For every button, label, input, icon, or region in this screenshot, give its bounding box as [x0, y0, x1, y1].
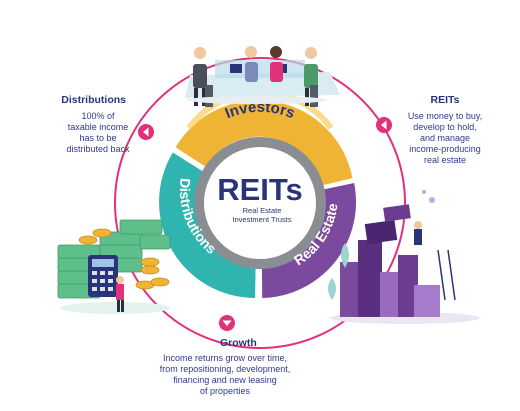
reits-line-5: real estate	[423, 155, 467, 165]
distributions-line-2: taxable income	[67, 122, 129, 132]
money-calculator-illustration	[57, 219, 171, 314]
center-title: REITs	[217, 172, 303, 207]
distributions-heading: Distributions	[61, 94, 126, 106]
growth-line-4: of properties	[199, 386, 251, 396]
reits-line-1: Use money to buy,	[407, 111, 483, 121]
chevron-left-icon	[376, 117, 392, 133]
growth-line-1: Income returns grow over time,	[162, 353, 288, 363]
distributions-line-1: 100% of	[81, 111, 115, 121]
chevron-down-icon	[219, 315, 235, 331]
distributions-line-3: has to be	[79, 133, 117, 143]
segment-investors	[175, 100, 353, 186]
growth-line-2: from repositioning, development,	[159, 364, 291, 374]
growth-line-3: financing and new leasing	[173, 375, 277, 385]
inner-gray-ring	[194, 137, 326, 269]
ring-label-investors: Investors	[223, 99, 297, 122]
reits-line-2: develop to hold,	[413, 122, 477, 132]
reits-line-3: and manage	[419, 133, 471, 143]
growth-heading: Growth	[220, 337, 257, 349]
center-subtitle-line2: Investment Trusts	[232, 215, 291, 224]
chevron-left-icon	[138, 124, 154, 140]
distributions-line-4: distributed back	[66, 144, 130, 154]
outer-cycle-ring	[114, 57, 406, 349]
meeting-table-illustration	[185, 46, 340, 107]
center-subtitle-line1: Real Estate	[243, 206, 282, 215]
center-disc	[205, 148, 315, 258]
reits-heading: REITs	[430, 94, 460, 106]
reits-line-4: income-producing	[409, 144, 481, 154]
building-crane-illustration	[328, 190, 480, 324]
